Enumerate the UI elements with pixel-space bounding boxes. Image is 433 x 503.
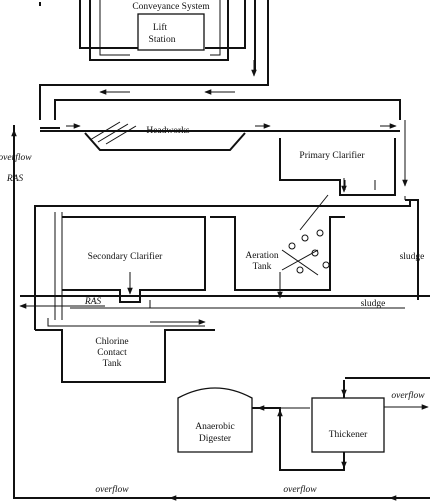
chlorine-tank-label-3: Tank <box>103 359 122 369</box>
secondary-clarifier: Secondary Clarifier <box>19 216 345 309</box>
sludge-mid-label: sludge <box>361 299 386 309</box>
aeration-tank-label-1: Aeration <box>245 251 278 261</box>
conveyance-system: Conveyance System Lift Station <box>39 0 401 120</box>
anaerobic-digester: Anaerobic Digester <box>177 387 253 453</box>
ras-left-label: RAS <box>6 174 24 184</box>
chlorine-tank-label-1: Chlorine <box>95 337 128 347</box>
digester-label-2: Digester <box>199 434 232 444</box>
thickener-box <box>311 397 385 453</box>
secondary-clarifier-label: Secondary Clarifier <box>88 251 163 262</box>
ras-bottom-label: RAS <box>84 297 102 307</box>
primary-clarifier: Primary Clarifier <box>279 120 408 200</box>
overflow-right-label: overflow <box>391 390 425 401</box>
lift-station-label-2: Station <box>149 35 176 45</box>
aeration-tank-label-2: Tank <box>253 262 272 272</box>
primary-clarifier-label: Primary Clarifier <box>299 150 365 161</box>
thickener: Thickener overflow <box>311 377 430 453</box>
overflow-bottom-left-label: overflow <box>95 484 129 495</box>
aeration-tank: Aeration Tank <box>245 194 330 299</box>
thickener-label: Thickener <box>329 430 368 440</box>
conveyance-system-label: Conveyance System <box>132 2 210 12</box>
headworks: Headworks <box>40 121 400 151</box>
digester-label-1: Anaerobic <box>195 422 235 432</box>
lift-station-label-1: Lift <box>153 22 168 33</box>
chlorine-tank-label-2: Contact <box>97 348 127 358</box>
overflow-bottom-right-label: overflow <box>283 484 317 495</box>
sludge-right-label: sludge <box>400 252 425 262</box>
headworks-label: Headworks <box>146 126 190 136</box>
overflow-left-label: overflow <box>0 152 32 163</box>
chlorine-contact-tank: Chlorine Contact Tank <box>35 318 215 383</box>
lift-station <box>137 13 205 51</box>
